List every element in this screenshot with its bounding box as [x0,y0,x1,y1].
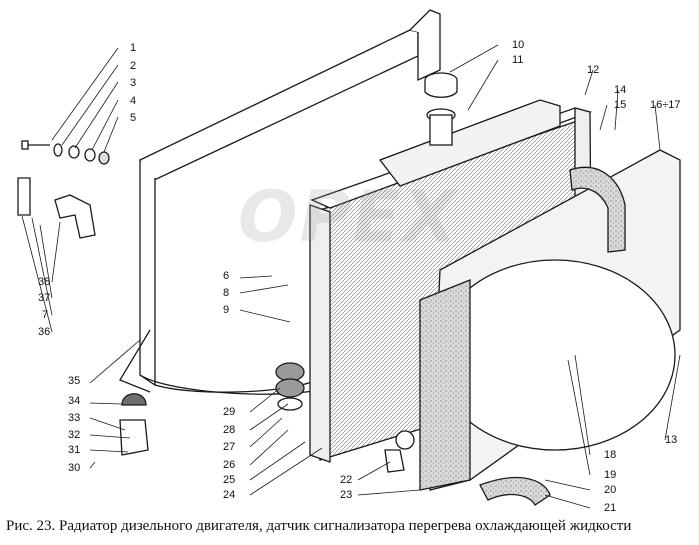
callout-labels: 1 2 3 4 5 6 7 8 9 10 11 12 13 14 15 16÷1… [38,39,681,514]
rubber-cushion [119,393,149,456]
callout-29: 29 [223,406,235,418]
callout-1: 1 [130,42,136,54]
callout-37: 37 [38,292,50,304]
callout-14: 14 [614,84,626,96]
callout-28: 28 [223,424,235,436]
rubber-mounts [275,362,305,411]
callout-7: 7 [42,309,48,321]
callout-36: 36 [38,326,50,338]
leader-lines [21,44,681,509]
callout-18: 18 [604,449,616,461]
upper-hose [569,166,626,253]
callout-30: 30 [68,462,80,474]
callout-35: 35 [68,375,80,387]
callout-32: 32 [68,429,80,441]
callout-19: 19 [604,469,616,481]
callout-4: 4 [130,95,136,107]
mounting-brackets [17,177,96,239]
callout-11: 11 [512,54,523,66]
callout-27: 27 [223,441,235,453]
callout-13: 13 [665,434,677,446]
callout-24: 24 [223,489,235,501]
callout-21: 21 [604,502,616,514]
temperature-sensor [384,430,415,473]
callout-2: 2 [130,60,136,72]
callout-16-17: 16÷17 [650,99,681,111]
callout-25: 25 [223,474,235,486]
callout-3: 3 [130,77,136,89]
callout-26: 26 [223,459,235,471]
watermark: OPEX [238,176,459,258]
callout-31: 31 [68,444,80,456]
callout-15: 15 [614,99,626,111]
callout-9: 9 [223,304,229,316]
callout-5: 5 [130,112,136,124]
bolt-washer-set [21,140,110,165]
figure-caption: Рис. 23. Радиатор дизельного двигателя, … [6,518,632,534]
callout-23: 23 [340,489,352,501]
callout-22: 22 [340,474,352,486]
callout-6: 6 [223,270,229,282]
callout-20: 20 [604,484,616,496]
callout-10: 10 [512,39,524,51]
callout-12: 12 [587,64,599,76]
radiator-top-tank [378,72,561,187]
radiator-bracket-frame [119,9,441,395]
lower-hose [479,477,551,506]
callout-38: 38 [38,276,50,288]
callout-33: 33 [68,412,80,424]
fan-shroud [419,149,681,491]
callout-34: 34 [68,395,80,407]
callout-8: 8 [223,287,229,299]
